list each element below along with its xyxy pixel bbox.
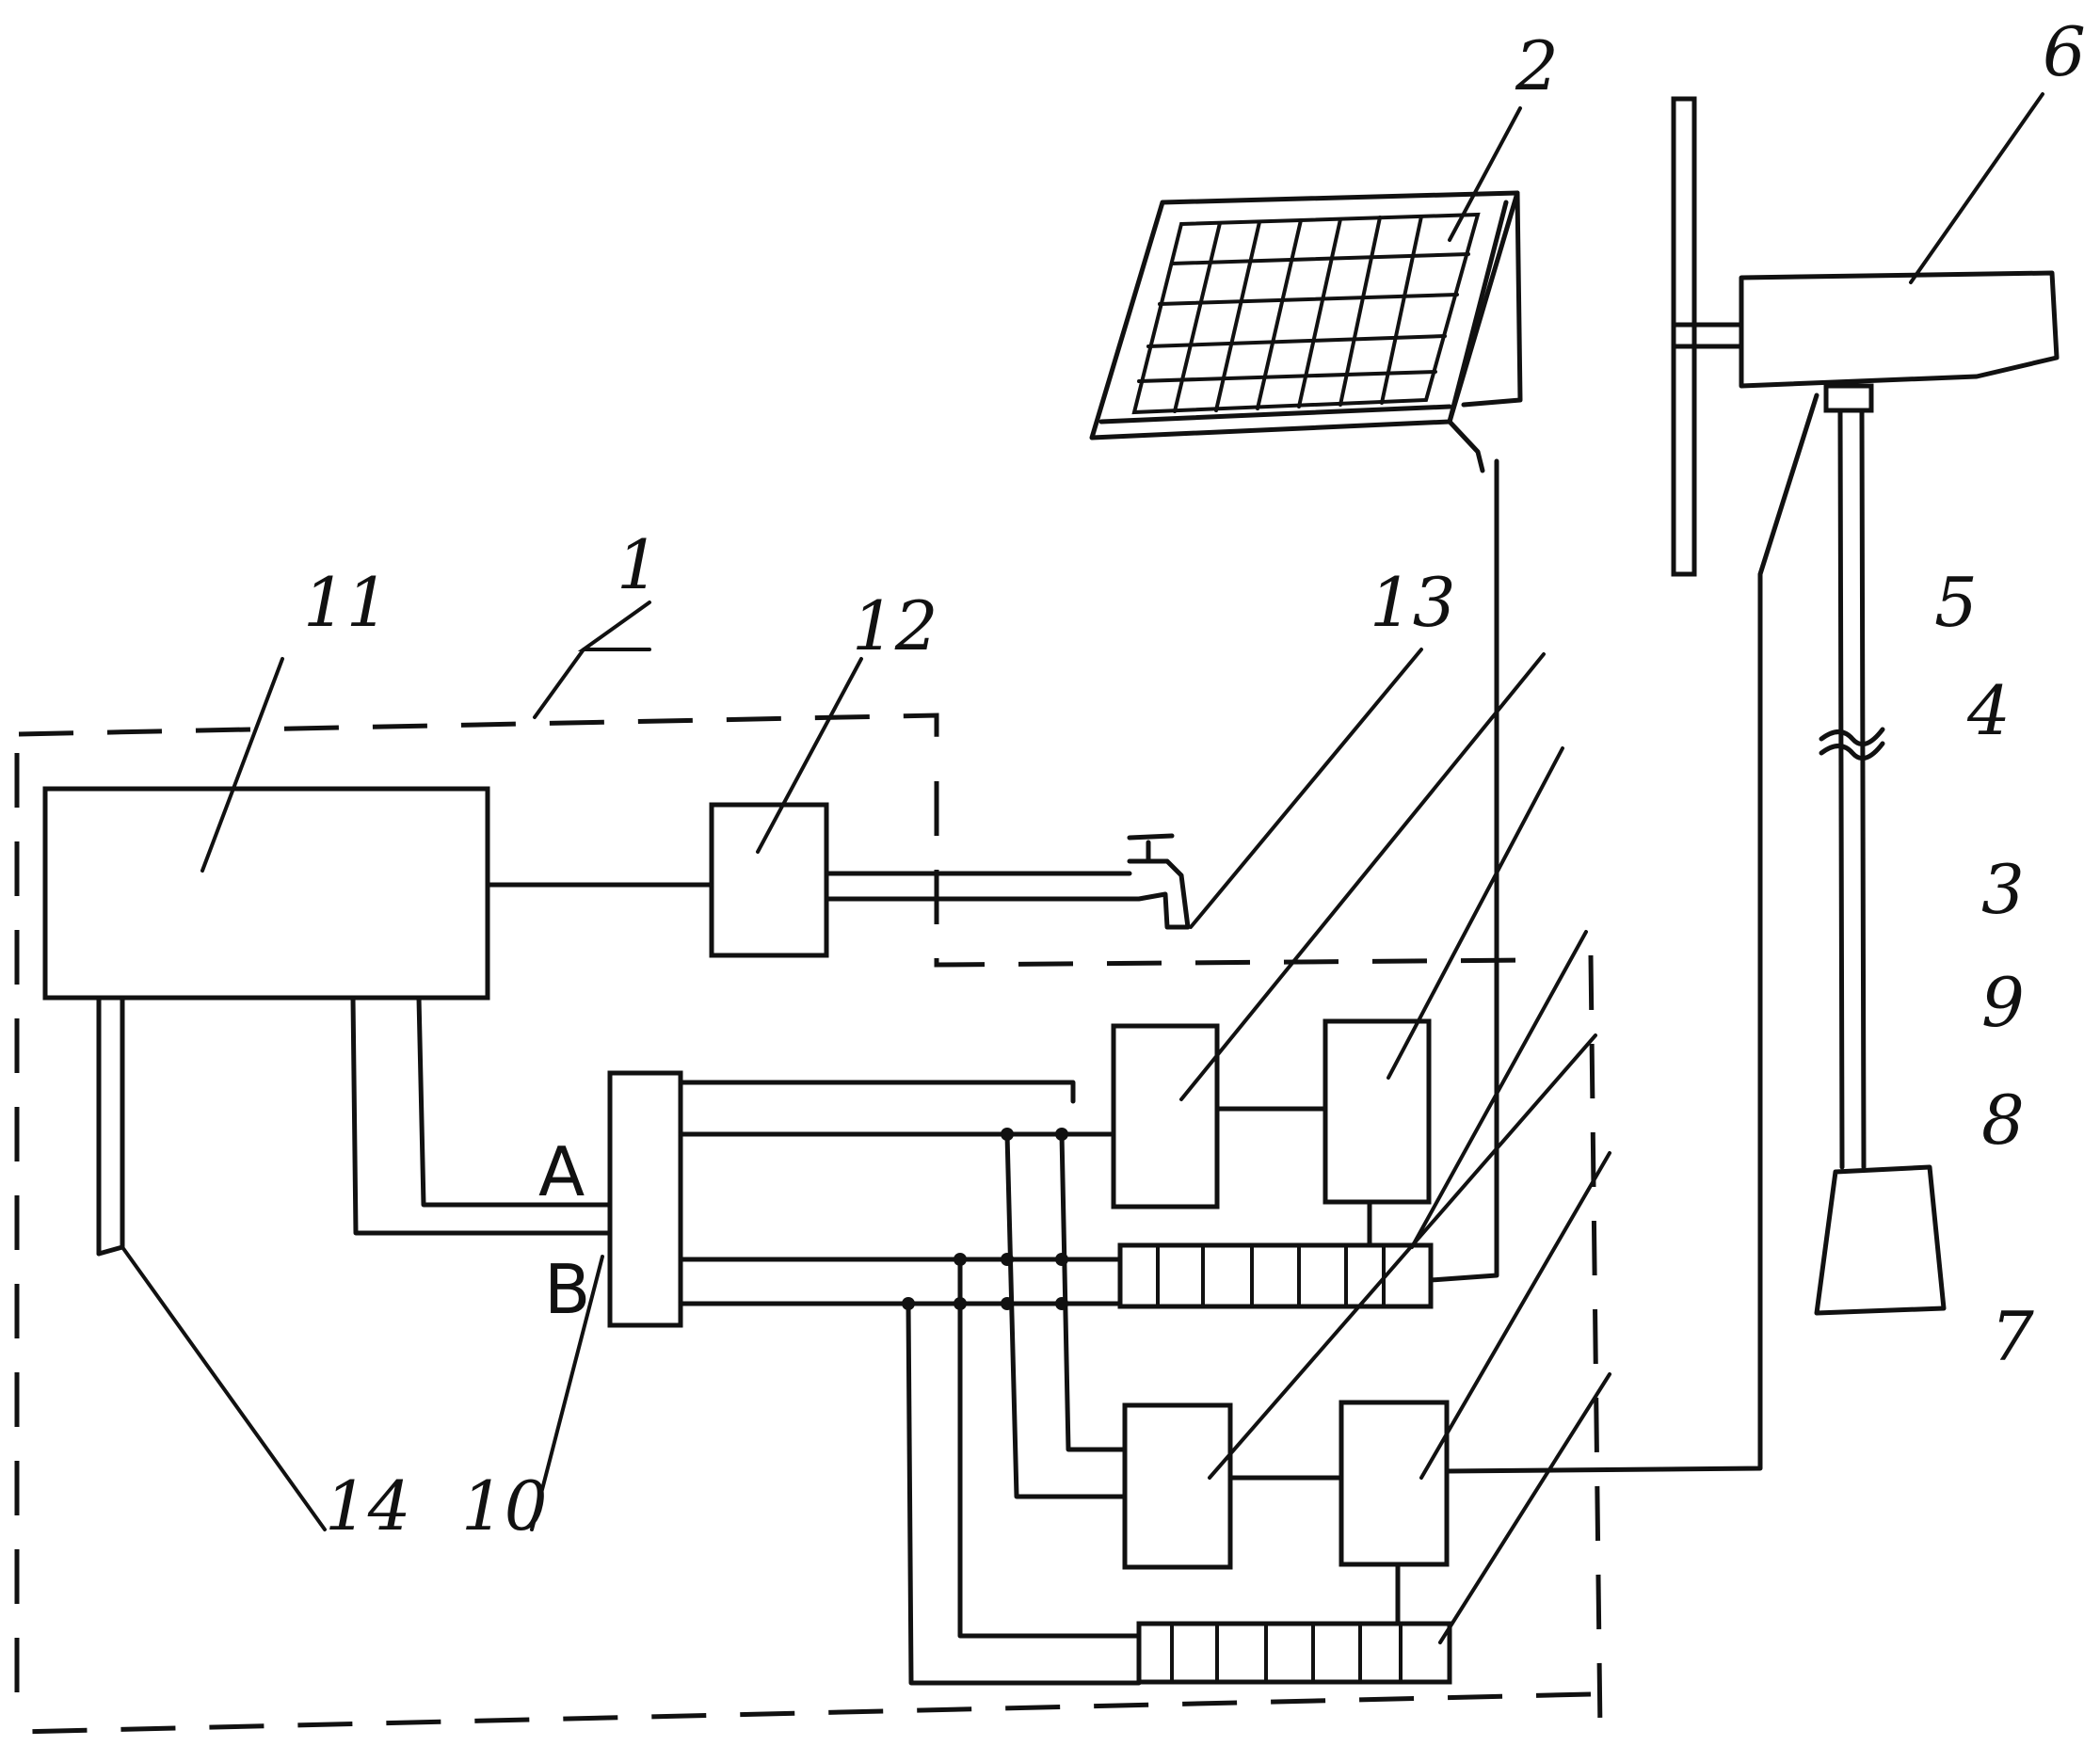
- solar-panel-icon: [1089, 190, 1523, 473]
- label-13: 13: [1370, 563, 1456, 642]
- label-11: 11: [303, 563, 390, 642]
- block-9: [1122, 1402, 1233, 1570]
- label-5: 5: [1934, 563, 1978, 642]
- block-5: [1111, 1023, 1220, 1209]
- block-3: [1117, 1242, 1434, 1309]
- label-4: 4: [1966, 671, 2011, 750]
- block-4: [1323, 1018, 1432, 1205]
- port-label-a: A: [538, 1132, 585, 1211]
- label-14: 14: [325, 1466, 411, 1546]
- label-9: 9: [1981, 963, 2025, 1042]
- label-10: 10: [461, 1466, 548, 1546]
- label-12: 12: [852, 586, 938, 665]
- block-10: [607, 1070, 683, 1328]
- label-3: 3: [1981, 850, 2025, 929]
- label-8: 8: [1981, 1081, 2025, 1160]
- block-7: [1136, 1621, 1452, 1685]
- leader-lines: [120, 92, 2044, 1644]
- label-6: 6: [2043, 12, 2086, 91]
- block-11: [42, 786, 490, 1001]
- enclosure-boundary: [14, 713, 1603, 1735]
- label-7: 7: [1991, 1297, 2034, 1376]
- label-1: 1: [617, 525, 660, 604]
- port-label-b: B: [544, 1250, 590, 1329]
- wind-turbine-icon: [1671, 96, 2060, 1316]
- label-2: 2: [1515, 26, 1559, 105]
- number-labels: 1 2 3 4 5 6 7 8 9 10 11 12 13 14: [303, 12, 2086, 1546]
- block-8: [1339, 1400, 1450, 1567]
- water-tap-icon: [1127, 833, 1191, 930]
